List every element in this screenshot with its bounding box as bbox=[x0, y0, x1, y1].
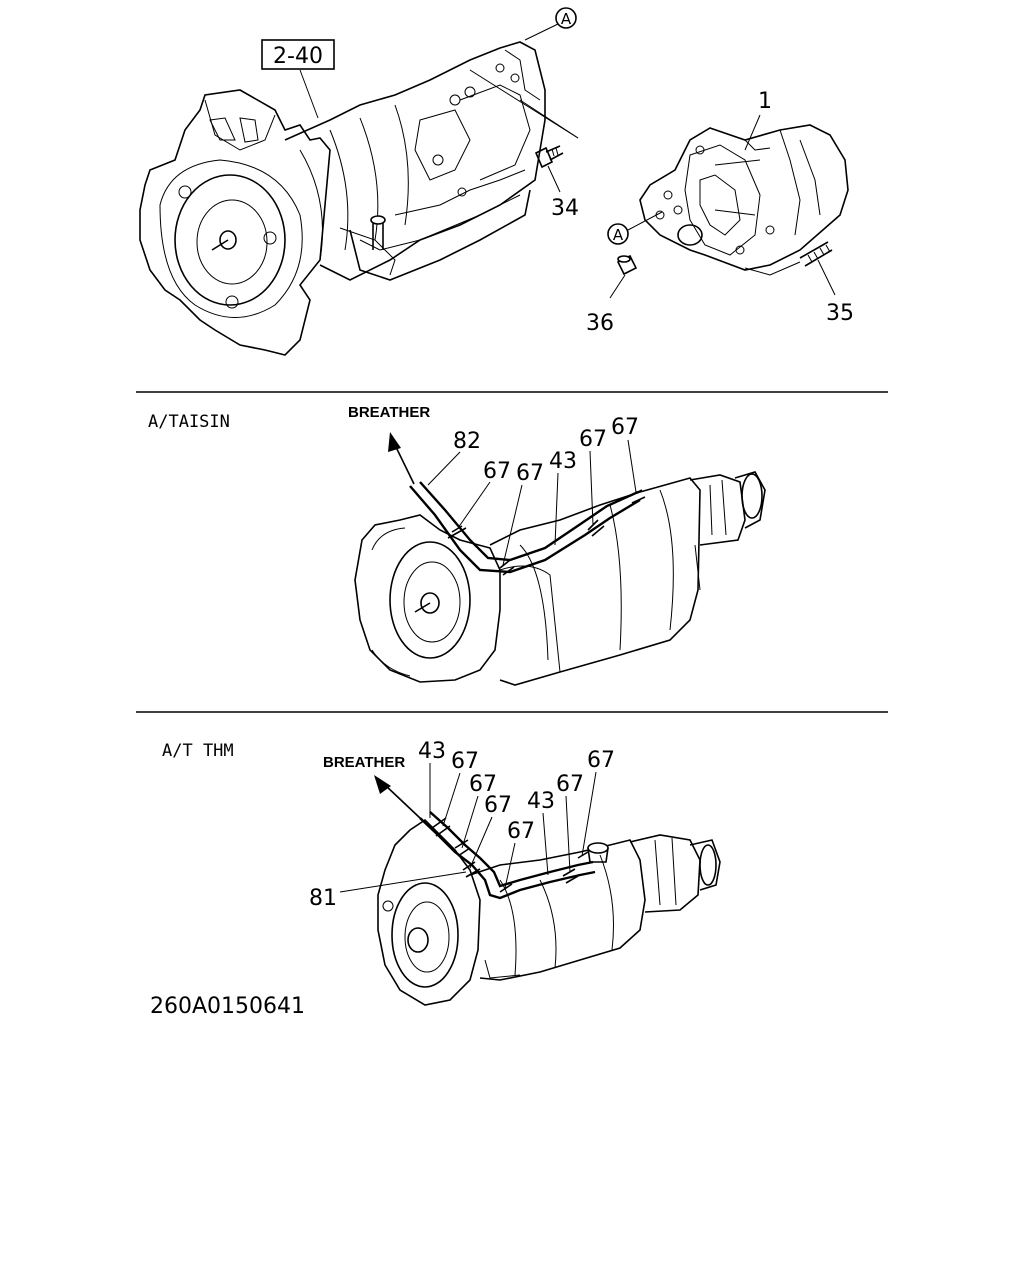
dowel-36: 36 bbox=[586, 254, 638, 336]
label-43-c: 43 bbox=[527, 789, 555, 814]
label-35: 35 bbox=[826, 301, 854, 326]
breather-label-taisin: BREATHER bbox=[348, 404, 430, 421]
label-67-c: 67 bbox=[579, 427, 607, 452]
label-34: 34 bbox=[551, 196, 579, 221]
label-1: 1 bbox=[758, 89, 772, 114]
ref-a-top-label: A bbox=[561, 10, 572, 28]
label-36: 36 bbox=[586, 311, 614, 336]
label-67-e: 67 bbox=[451, 749, 479, 774]
taisin-transmission bbox=[354, 432, 766, 686]
label-43-a: 43 bbox=[549, 449, 577, 474]
label-43-b: 43 bbox=[418, 739, 446, 764]
breather-label-thm: BREATHER bbox=[323, 754, 405, 771]
ref-a-top: A bbox=[555, 7, 577, 29]
label-67-i: 67 bbox=[556, 772, 584, 797]
ref-box-label: 2-40 bbox=[273, 44, 323, 69]
drawing-code: 260A0150641 bbox=[150, 994, 305, 1019]
label-67-b: 67 bbox=[516, 461, 544, 486]
ref-a-lower-label: A bbox=[613, 226, 624, 244]
thm-heading: A/T THM bbox=[162, 741, 234, 761]
label-67-j: 67 bbox=[587, 748, 615, 773]
label-67-h: 67 bbox=[507, 819, 535, 844]
label-67-d: 67 bbox=[611, 415, 639, 440]
taisin-callouts: 82 67 67 43 67 67 bbox=[427, 415, 639, 566]
thm-transmission bbox=[374, 775, 721, 1006]
label-82: 82 bbox=[453, 429, 481, 454]
thm-callouts: 43 67 67 67 67 43 67 67 81 bbox=[309, 739, 615, 911]
ref-a-lower: A bbox=[607, 211, 663, 245]
transmission-assembly-top bbox=[139, 23, 579, 356]
label-67-g: 67 bbox=[484, 793, 512, 818]
ref-box-2-40: 2-40 bbox=[261, 39, 335, 70]
bolt-34: 34 bbox=[534, 145, 579, 221]
label-67-f: 67 bbox=[469, 772, 497, 797]
taisin-heading: A/TAISIN bbox=[148, 412, 230, 432]
stud-35: 35 bbox=[799, 241, 854, 326]
transfer-case-1: 1 bbox=[639, 89, 849, 276]
label-81: 81 bbox=[309, 886, 337, 911]
label-67-a: 67 bbox=[483, 459, 511, 484]
